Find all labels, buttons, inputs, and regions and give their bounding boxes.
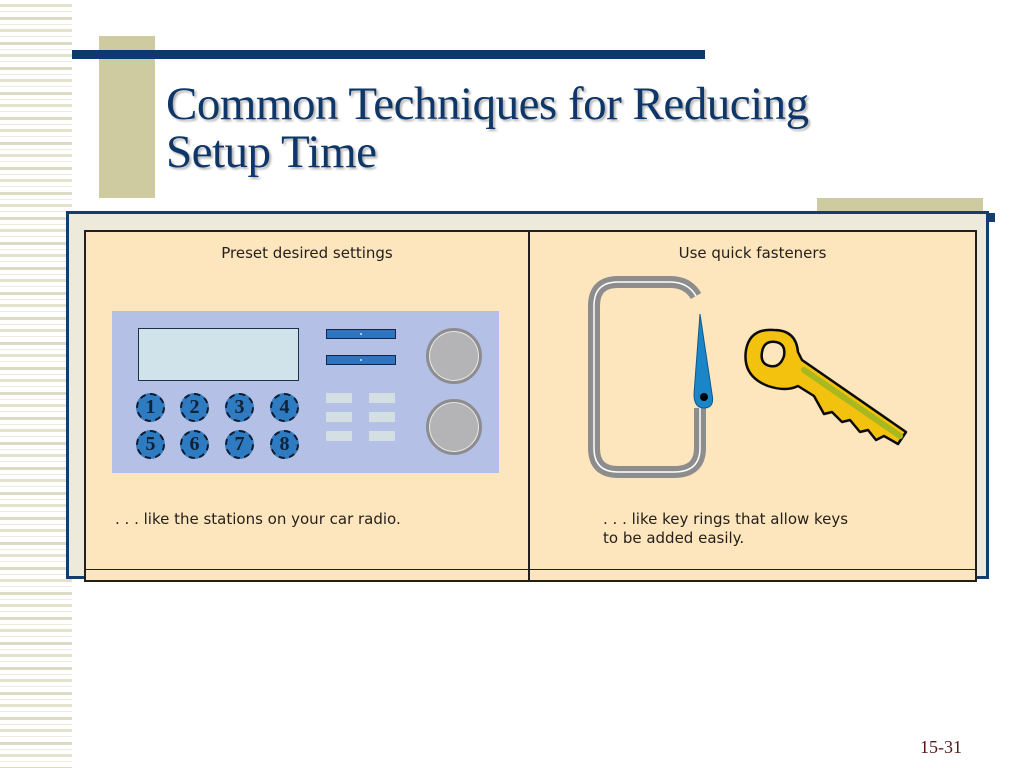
title-accent-bar: [72, 50, 705, 59]
preset-button-2: 2: [180, 393, 209, 422]
radio-knob-volume: [426, 328, 482, 384]
radio-mini-key: [326, 393, 352, 403]
title-accent-block: [99, 36, 155, 198]
decorative-stripes: [0, 0, 72, 768]
radio-mini-key: [369, 412, 395, 422]
radio-mini-key: [326, 412, 352, 422]
preset-button-6: 6: [180, 430, 209, 459]
right-cell-caption: . . . like key rings that allow keys to …: [603, 510, 848, 548]
figure-column-divider: [528, 230, 530, 582]
car-radio-illustration: 1 2 3 4 5 6 7 8: [112, 311, 499, 473]
title-line-1: Common Techniques for Reducing: [166, 78, 809, 130]
right-caption-line-2: to be added easily.: [603, 529, 745, 547]
figure-bottom-rule: [84, 569, 977, 570]
preset-button-8: 8: [270, 430, 299, 459]
left-cell-caption: . . . like the stations on your car radi…: [115, 510, 401, 528]
figure-frame-tick: [988, 213, 995, 222]
preset-button-7: 7: [225, 430, 254, 459]
preset-button-5: 5: [136, 430, 165, 459]
figure-accent-block: [817, 198, 983, 214]
preset-button-4: 4: [270, 393, 299, 422]
key-icon: [744, 328, 908, 446]
page-number: 15-31: [920, 737, 962, 757]
slide-title: Common Techniques for Reducing Setup Tim…: [166, 80, 996, 176]
radio-slider-bottom: [326, 355, 396, 365]
carabiner-icon: [588, 276, 714, 478]
radio-mini-key: [326, 431, 352, 441]
right-caption-line-1: . . . like key rings that allow keys: [603, 510, 849, 528]
title-line-2: Setup Time: [166, 126, 377, 178]
radio-mini-key: [369, 431, 395, 441]
radio-slider-top: [326, 329, 396, 339]
radio-display: [138, 328, 299, 381]
preset-button-1: 1: [136, 393, 165, 422]
radio-mini-key: [369, 393, 395, 403]
preset-button-3: 3: [225, 393, 254, 422]
radio-knob-tuning: [426, 399, 482, 455]
left-cell-heading: Preset desired settings: [221, 244, 393, 262]
right-cell-heading: Use quick fasteners: [678, 244, 827, 262]
